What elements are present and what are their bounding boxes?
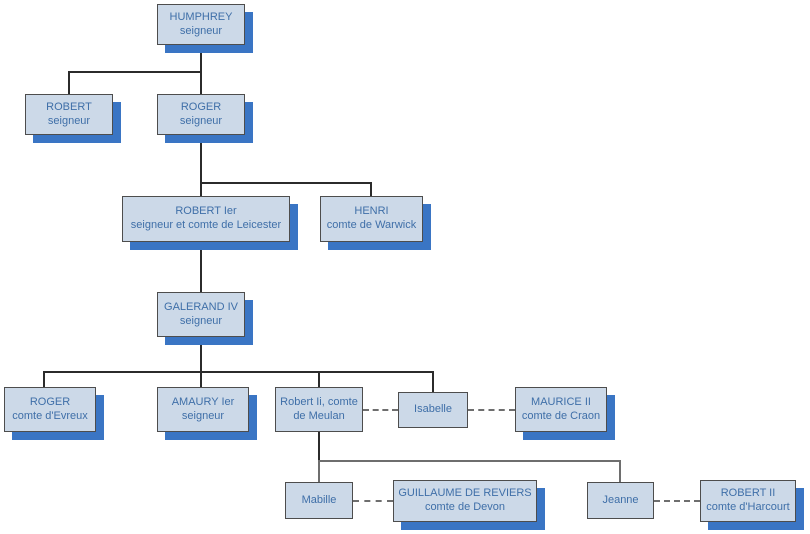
node-galerand-iv[interactable]: GALERAND IV seigneur	[157, 292, 245, 337]
spouse-link-jeanne-robert2h	[654, 500, 700, 502]
node-mabille[interactable]: Mabille	[285, 482, 353, 519]
connector-to-robert	[68, 71, 70, 95]
node-roger-evreux-line1: ROGER	[29, 395, 71, 408]
spouse-link-mabille-guillaume	[353, 500, 393, 502]
connector-galerand-down	[200, 337, 202, 373]
connector-to-amaury	[200, 371, 202, 388]
node-maurice-ii-line1: MAURICE II	[531, 395, 591, 408]
node-roger-line2: seigneur	[179, 114, 223, 127]
node-robert-line1: ROBERT	[46, 100, 92, 113]
node-henri[interactable]: HENRI comte de Warwick	[320, 196, 423, 242]
node-galerand-iv-line1: GALERAND IV	[164, 300, 238, 313]
node-henri-line1: HENRI	[354, 205, 389, 218]
connector-roger-down	[200, 135, 202, 184]
node-maurice-ii[interactable]: MAURICE II comte de Craon	[515, 387, 607, 432]
connector-robert2m-bar	[318, 460, 621, 462]
node-robert-ii-harcourt-line2: comte d'Harcourt	[706, 501, 790, 513]
node-robert-ii-meulan-line1: Robert Ii, comte	[280, 395, 358, 408]
node-robert-ier-line2: seigneur et comte de Leicester	[130, 219, 282, 231]
connector-humphrey-bar	[68, 71, 202, 73]
node-robert-ii-harcourt-line1: ROBERT II	[720, 487, 776, 500]
node-roger-evreux-line2: comte d'Evreux	[12, 409, 88, 422]
node-amaury-ier-line2: seigneur	[181, 409, 225, 422]
node-guillaume-de-reviers-line2: comte de Devon	[424, 501, 506, 513]
connector-to-isabelle	[432, 371, 434, 393]
node-roger-line1: ROGER	[180, 100, 222, 113]
node-amaury-ier-line1: AMAURY Ier	[171, 395, 235, 408]
connector-to-henri	[370, 182, 372, 197]
node-roger-evreux[interactable]: ROGER comte d'Evreux	[4, 387, 96, 432]
node-robert-line2: seigneur	[47, 114, 91, 127]
connector-roger-bar	[200, 182, 372, 184]
node-maurice-ii-line2: comte de Craon	[521, 409, 601, 422]
node-robert-ii-meulan-line2: de Meulan	[293, 409, 345, 422]
node-galerand-iv-line2: seigneur	[179, 314, 223, 327]
node-robert[interactable]: ROBERT seigneur	[25, 94, 113, 135]
node-isabelle-line1: Isabelle	[414, 403, 452, 416]
node-humphrey-line2: seigneur	[179, 24, 223, 37]
connector-to-roger	[200, 71, 202, 95]
connector-humphrey-down	[200, 45, 202, 73]
node-robert-ier-line1: ROBERT Ier	[175, 205, 237, 218]
node-amaury-ier[interactable]: AMAURY Ier seigneur	[157, 387, 249, 432]
node-jeanne-line1: Jeanne	[602, 493, 639, 506]
connector-robert1-down	[200, 242, 202, 293]
connector-robert2m-down	[318, 432, 320, 462]
node-humphrey[interactable]: HUMPHREY seigneur	[157, 4, 245, 45]
connector-galerand-bar	[43, 371, 434, 373]
connector-to-jeanne	[619, 460, 621, 483]
node-robert-ii-harcourt[interactable]: ROBERT II comte d'Harcourt	[700, 480, 796, 522]
node-robert-ier[interactable]: ROBERT Ier seigneur et comte de Leiceste…	[122, 196, 290, 242]
node-roger[interactable]: ROGER seigneur	[157, 94, 245, 135]
node-guillaume-de-reviers-line1: GUILLAUME DE REVIERS	[398, 487, 532, 500]
node-jeanne[interactable]: Jeanne	[587, 482, 654, 519]
node-humphrey-line1: HUMPHREY	[169, 10, 233, 23]
connector-to-mabille	[318, 460, 320, 483]
spouse-link-isabelle-maurice	[468, 409, 515, 411]
node-henri-line2: comte de Warwick	[326, 219, 417, 231]
connector-to-roger-evreux	[43, 371, 45, 388]
spouse-link-robert2m-isabelle	[363, 409, 398, 411]
connector-to-robert2m	[318, 371, 320, 388]
connector-to-robert1	[200, 182, 202, 197]
node-guillaume-de-reviers[interactable]: GUILLAUME DE REVIERS comte de Devon	[393, 480, 537, 522]
node-robert-ii-meulan[interactable]: Robert Ii, comte de Meulan	[275, 387, 363, 432]
node-isabelle[interactable]: Isabelle	[398, 392, 468, 428]
node-mabille-line1: Mabille	[301, 493, 337, 506]
